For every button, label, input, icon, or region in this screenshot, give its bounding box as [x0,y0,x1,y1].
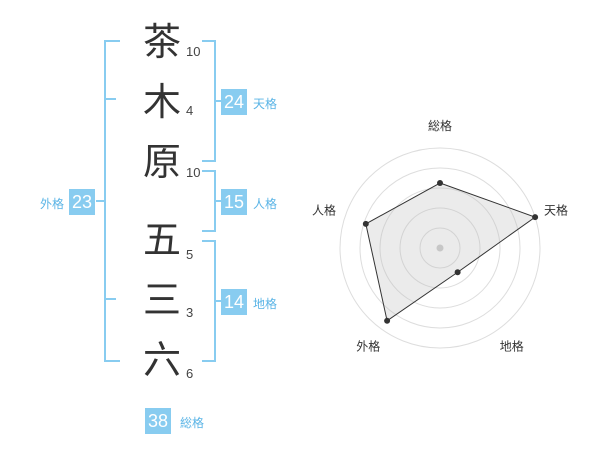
chikaku-label: 地格 [253,297,278,311]
stroke-count-6: 6 [186,366,194,381]
stroke-count-2: 4 [186,103,194,118]
gaikaku-label: 外格 [40,197,65,211]
name-char-5: 三 [142,278,181,322]
radar-axis-label-1: 総格 [428,118,452,133]
radar-point-1 [437,180,443,186]
chikaku-value-badge: 14 [221,289,248,315]
soukaku-value-badge: 38 [145,408,172,434]
radar-point-5 [362,220,369,227]
radar-point-3 [454,269,461,276]
radar-ring-1 [419,227,461,269]
jinkaku-value-badge: 15 [221,189,248,215]
tenkaku-bracket-connector [215,100,223,102]
radar-point-2 [532,214,539,221]
chikaku-bracket-connector [215,300,223,302]
radar-axis-label-3: 地格 [500,339,524,354]
radar-polygon [365,182,537,322]
name-char-1: 茶 [142,20,181,64]
gaikaku-bracket [104,40,120,362]
stroke-count-3: 10 [186,165,201,180]
name-char-3: 原 [142,140,181,184]
radar-axis-label-2: 天格 [544,202,568,217]
name-char-4: 五 [142,218,181,262]
gaikaku-value-badge: 23 [69,189,96,215]
radar-center-dot [436,244,444,252]
stroke-count-4: 5 [186,247,194,262]
radar-ring-2 [399,207,481,289]
gaikaku-bracket-tick-upper [106,98,116,100]
radar-ring-3 [379,187,501,309]
name-char-2: 木 [142,80,181,124]
stroke-count-1: 10 [186,44,201,59]
radar-axis-label-5: 人格 [312,202,336,217]
soukaku-label: 総格 [180,416,205,430]
gaikaku-bracket-tick-lower [106,298,116,300]
radar-axis-label-4: 外格 [356,339,380,354]
tenkaku-label: 天格 [253,97,278,111]
jinkaku-bracket-connector [215,200,223,202]
tenkaku-value-badge: 24 [221,89,248,115]
jinkaku-label: 人格 [253,197,278,211]
gaikaku-bracket-connector [96,200,104,202]
radar-point-4 [384,317,391,324]
radar-ring-4 [359,167,521,329]
name-char-6: 六 [142,338,181,382]
stroke-count-5: 3 [186,305,194,320]
